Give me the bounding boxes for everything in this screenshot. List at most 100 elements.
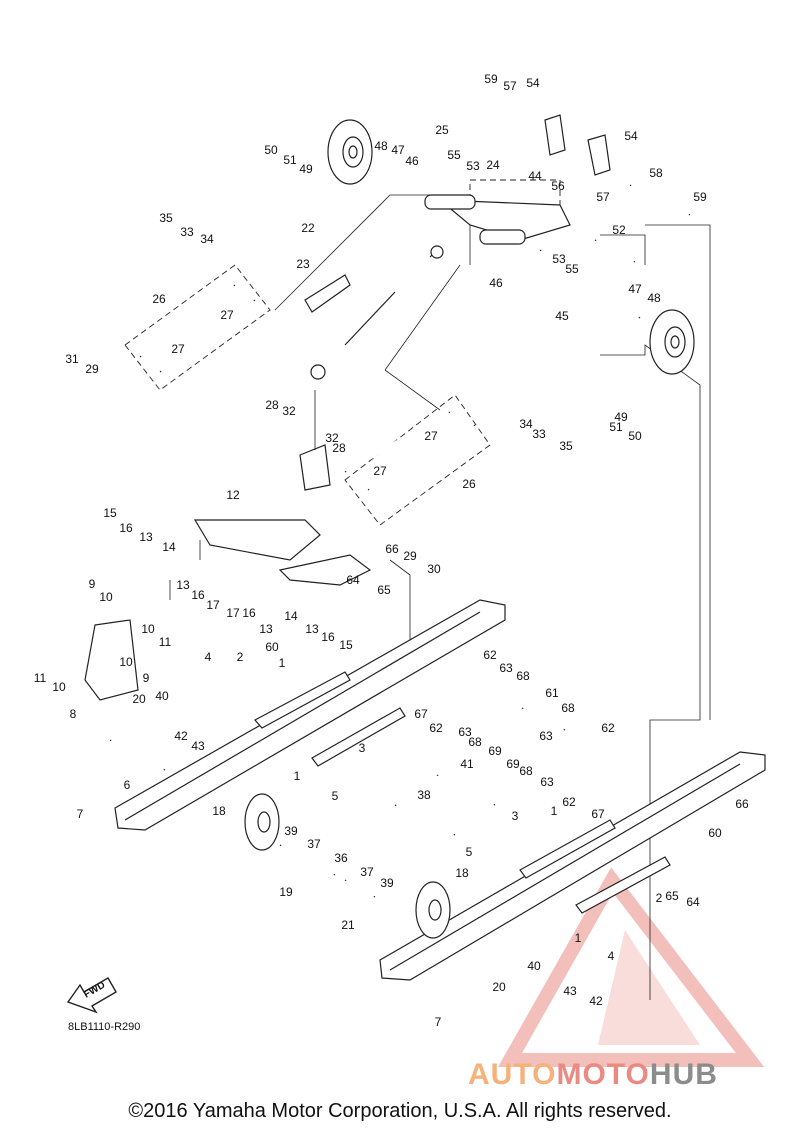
callout-25: 25 bbox=[435, 123, 449, 137]
callout-53: 53 bbox=[466, 159, 480, 173]
callout-45: 45 bbox=[555, 309, 569, 323]
callout-7: 7 bbox=[77, 807, 84, 821]
callout-69: 69 bbox=[488, 744, 502, 758]
callout-28: 28 bbox=[332, 441, 346, 455]
callout-13: 13 bbox=[259, 622, 273, 636]
callout-16: 16 bbox=[119, 521, 133, 535]
front-arm bbox=[193, 519, 372, 586]
callout-42: 42 bbox=[589, 994, 603, 1008]
callout-64: 64 bbox=[686, 895, 700, 909]
mount-bracket-left bbox=[544, 114, 566, 156]
callout-3: 3 bbox=[512, 809, 519, 823]
callout-21: 21 bbox=[341, 918, 355, 932]
callout-34: 34 bbox=[519, 417, 533, 431]
slide-rail-left bbox=[114, 599, 506, 831]
callout-68: 68 bbox=[468, 735, 482, 749]
idler-wheel-lower-left bbox=[244, 793, 280, 851]
callout-37: 37 bbox=[307, 837, 321, 851]
callout-37: 37 bbox=[360, 865, 374, 879]
callout-29: 29 bbox=[85, 362, 99, 376]
fwd-arrow-icon: FWD bbox=[66, 977, 117, 1014]
callout-67: 67 bbox=[591, 807, 605, 821]
callout-60: 60 bbox=[708, 826, 722, 840]
wear-plates bbox=[254, 671, 671, 914]
callout-26: 26 bbox=[152, 292, 166, 306]
callout-3: 3 bbox=[359, 741, 366, 755]
callout-57: 57 bbox=[503, 79, 517, 93]
callout-20: 20 bbox=[132, 692, 146, 706]
idler-wheel-upper-left bbox=[327, 119, 373, 185]
callout-62: 62 bbox=[601, 721, 615, 735]
callout-4: 4 bbox=[608, 949, 615, 963]
callout-35: 35 bbox=[159, 211, 173, 225]
callout-48: 48 bbox=[374, 139, 388, 153]
callout-10: 10 bbox=[119, 655, 133, 669]
callout-59: 59 bbox=[693, 190, 707, 204]
callout-39: 39 bbox=[380, 876, 394, 890]
callout-23: 23 bbox=[296, 257, 310, 271]
callout-32: 32 bbox=[325, 431, 339, 445]
cross-shafts bbox=[109, 706, 566, 900]
callout-65: 65 bbox=[377, 583, 391, 597]
callout-57: 57 bbox=[596, 190, 610, 204]
callout-61: 61 bbox=[545, 686, 559, 700]
slide-rail-right bbox=[379, 751, 766, 981]
callout-53: 53 bbox=[552, 252, 566, 266]
callout-52: 52 bbox=[612, 223, 626, 237]
callout-15: 15 bbox=[339, 638, 353, 652]
watermark-part1: AUTO bbox=[468, 1058, 557, 1091]
callout-13: 13 bbox=[305, 622, 319, 636]
callout-39: 39 bbox=[284, 824, 298, 838]
callout-31: 31 bbox=[65, 352, 79, 366]
callout-62: 62 bbox=[483, 648, 497, 662]
callout-24: 24 bbox=[486, 158, 500, 172]
callout-69: 69 bbox=[506, 757, 520, 771]
callout-10: 10 bbox=[52, 680, 66, 694]
callout-14: 14 bbox=[284, 609, 298, 623]
callout-19: 19 bbox=[279, 885, 293, 899]
callout-10: 10 bbox=[99, 590, 113, 604]
callout-38: 38 bbox=[417, 788, 431, 802]
callout-17: 17 bbox=[226, 606, 240, 620]
callout-41: 41 bbox=[460, 757, 474, 771]
callout-42: 42 bbox=[174, 729, 188, 743]
callout-54: 54 bbox=[624, 129, 638, 143]
callout-40: 40 bbox=[527, 959, 541, 973]
callout-30: 30 bbox=[427, 562, 441, 576]
upper-arm-assembly bbox=[424, 194, 641, 320]
callout-55: 55 bbox=[447, 148, 461, 162]
callout-36: 36 bbox=[334, 851, 348, 865]
watermark-part2: MOTO bbox=[556, 1058, 650, 1091]
link-plate-lower bbox=[344, 411, 476, 491]
callout-10: 10 bbox=[141, 622, 155, 636]
callout-27: 27 bbox=[424, 429, 438, 443]
callout-9: 9 bbox=[89, 577, 96, 591]
callout-40: 40 bbox=[155, 689, 169, 703]
callout-49: 49 bbox=[299, 162, 313, 176]
callout-51: 51 bbox=[283, 153, 297, 167]
callout-16: 16 bbox=[242, 606, 256, 620]
callout-1: 1 bbox=[575, 931, 582, 945]
callout-33: 33 bbox=[532, 427, 546, 441]
callout-63: 63 bbox=[499, 661, 513, 675]
callout-26: 26 bbox=[462, 477, 476, 491]
callout-14: 14 bbox=[162, 540, 176, 554]
callout-58: 58 bbox=[649, 166, 663, 180]
callout-60: 60 bbox=[265, 640, 279, 654]
callout-20: 20 bbox=[492, 980, 506, 994]
callout-62: 62 bbox=[429, 721, 443, 735]
mount-bracket-right bbox=[587, 134, 611, 176]
idler-wheel-lower-right bbox=[415, 881, 451, 939]
shock-lower-mount bbox=[299, 390, 331, 491]
shafts-upper bbox=[594, 183, 691, 264]
callout-63: 63 bbox=[539, 729, 553, 743]
callout-50: 50 bbox=[264, 143, 278, 157]
callout-47: 47 bbox=[391, 143, 405, 157]
diagram-code: 8LB1110-R290 bbox=[68, 1021, 140, 1033]
callout-9: 9 bbox=[143, 671, 150, 685]
copyright-notice: ©2016 Yamaha Motor Corporation, U.S.A. A… bbox=[128, 1100, 672, 1122]
callout-68: 68 bbox=[516, 669, 530, 683]
callout-68: 68 bbox=[519, 764, 533, 778]
